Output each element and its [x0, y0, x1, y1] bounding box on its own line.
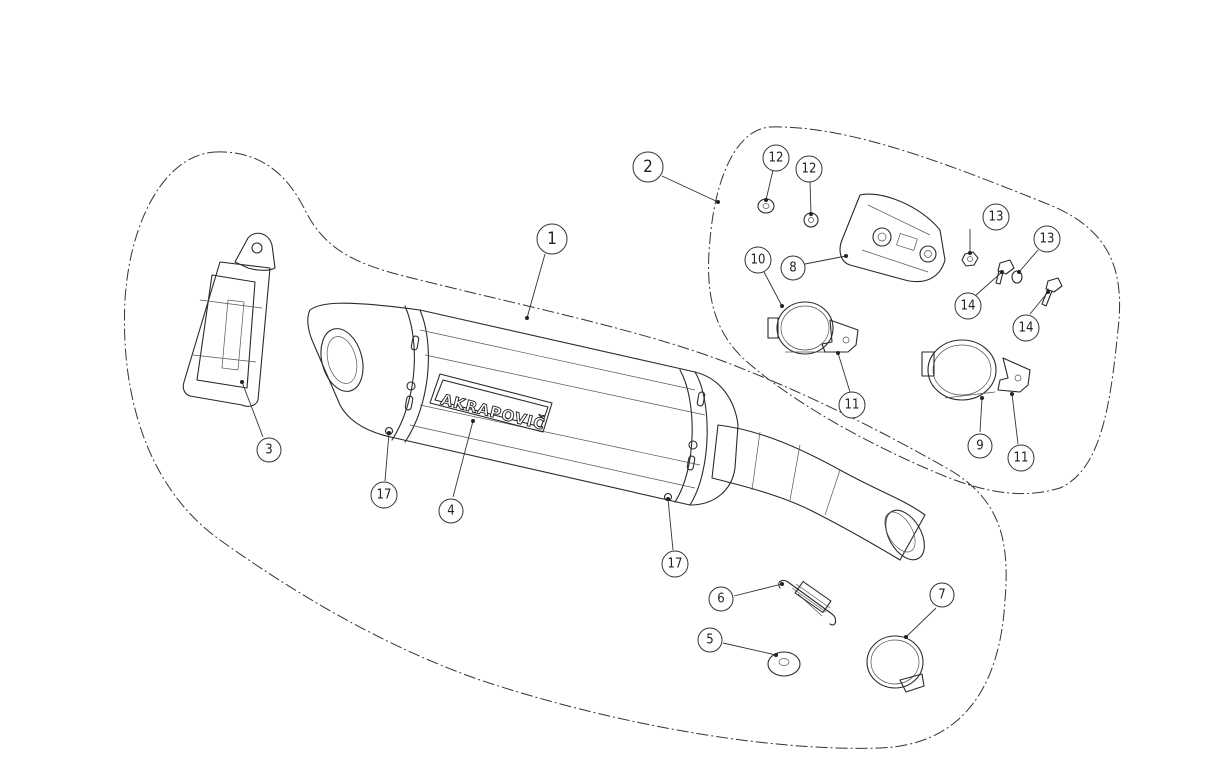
- callout-7: 7: [929, 582, 955, 608]
- callout-13a: 13: [982, 203, 1010, 231]
- brand-logo-text: AKRAPOVIČ: [439, 389, 547, 433]
- svg-text:9: 9: [976, 439, 983, 454]
- callout-12b: 12: [795, 155, 823, 183]
- assembly-1-group-outline: [123, 151, 1007, 749]
- callout-3: 3: [256, 437, 282, 463]
- nut-part-13b: [1011, 270, 1023, 284]
- callout-14b: 14: [1012, 314, 1040, 342]
- svg-text:6: 6: [717, 592, 724, 607]
- svg-text:12: 12: [802, 162, 817, 177]
- clamp-bracket-part-11b: [997, 357, 1031, 393]
- clamp-part-7: [866, 635, 925, 693]
- heat-shield-part: [839, 193, 946, 283]
- leader-lines: [240, 169, 1050, 657]
- callout-10: 10: [744, 246, 772, 274]
- callout-11a: 11: [838, 391, 866, 419]
- svg-text:11: 11: [845, 398, 860, 413]
- callout-13b: 13: [1033, 225, 1061, 253]
- callout-14a: 14: [954, 292, 982, 320]
- svg-text:2: 2: [643, 157, 653, 177]
- svg-text:8: 8: [789, 261, 796, 276]
- clamp-part-9: [921, 339, 997, 401]
- svg-text:7: 7: [938, 588, 945, 603]
- bolt-part-14b: [1041, 277, 1063, 307]
- nut-part-13a: [961, 251, 979, 267]
- svg-text:13: 13: [989, 210, 1004, 225]
- svg-text:11: 11: [1014, 451, 1029, 466]
- callout-2: 2: [632, 151, 664, 183]
- spring-part-6: [778, 579, 837, 626]
- callout-17b: 17: [661, 550, 689, 578]
- svg-text:3: 3: [265, 443, 272, 458]
- svg-text:5: 5: [706, 633, 713, 648]
- callout-11b: 11: [1007, 444, 1035, 472]
- svg-text:1: 1: [547, 229, 557, 249]
- muffler-assembly-part: AKRAPOVIČ: [307, 302, 926, 561]
- svg-text:14: 14: [961, 299, 976, 314]
- clamp-part-10: [767, 301, 834, 355]
- svg-text:17: 17: [668, 557, 683, 572]
- svg-text:12: 12: [769, 151, 784, 166]
- callout-4: 4: [438, 498, 464, 524]
- svg-text:13: 13: [1040, 232, 1055, 247]
- svg-text:4: 4: [447, 504, 454, 519]
- callout-1: 1: [536, 223, 568, 255]
- assembly-2-group-outline: [708, 126, 1121, 495]
- svg-text:10: 10: [751, 253, 766, 268]
- callout-12a: 12: [762, 144, 790, 172]
- callout-5: 5: [697, 627, 723, 653]
- callout-9: 9: [967, 433, 993, 459]
- bolt-part-14a: [995, 259, 1015, 285]
- callout-6: 6: [708, 586, 734, 612]
- washer-part-5: [767, 651, 801, 677]
- hanger-bracket-part: [182, 232, 276, 407]
- svg-text:14: 14: [1019, 321, 1034, 336]
- svg-text:17: 17: [377, 488, 392, 503]
- callout-8: 8: [780, 255, 806, 281]
- callout-17a: 17: [370, 481, 398, 509]
